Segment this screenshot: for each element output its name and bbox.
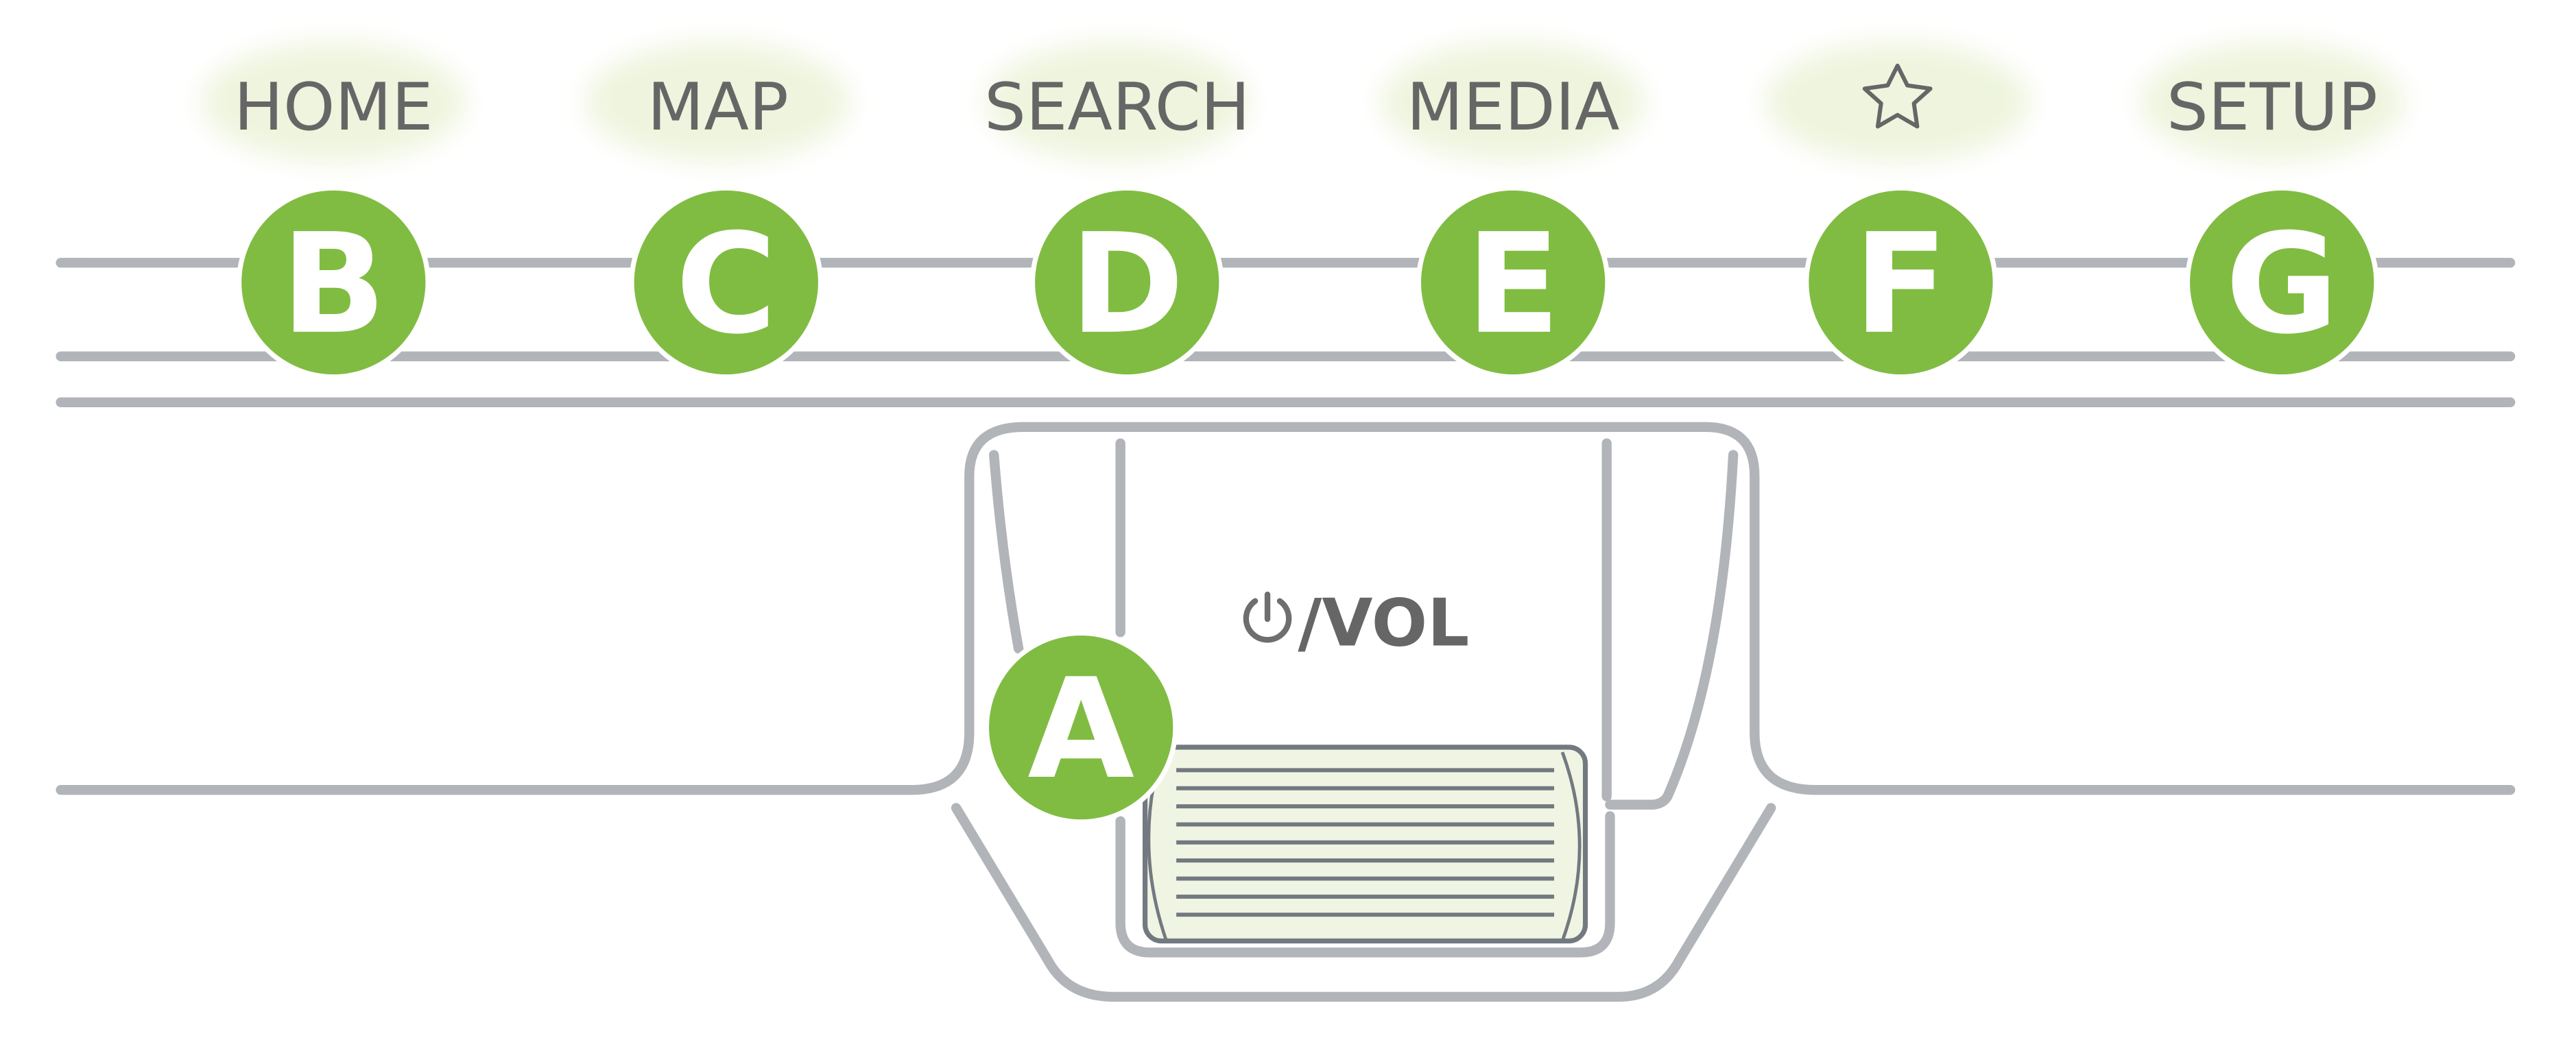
label-search: SEARCH [984, 69, 1250, 145]
button-media[interactable]: E [1416, 185, 1610, 380]
button-letter: B [281, 204, 386, 365]
button-map[interactable]: C [629, 185, 824, 380]
power-volume-knob[interactable]: A [983, 630, 1178, 825]
button-letter: G [2226, 204, 2339, 365]
button-letter: D [1070, 204, 1184, 365]
button-setup[interactable]: G [2184, 185, 2379, 380]
button-letter: C [676, 204, 777, 365]
button-favorites[interactable]: F [1804, 185, 1998, 380]
panel-lines [56, 258, 2516, 408]
power-vol-label: /VOL [1298, 584, 1469, 661]
knob-letter: A [1027, 649, 1134, 810]
display-screen [1143, 745, 1588, 944]
power-icon [1243, 591, 1292, 643]
button-letter: E [1466, 204, 1560, 365]
label-map: MAP [647, 69, 789, 145]
button-search[interactable]: D [1029, 185, 1224, 380]
button-home[interactable]: B [236, 185, 431, 380]
label-glows [202, 43, 2404, 161]
star-icon [1862, 63, 1933, 129]
button-letter: F [1854, 204, 1948, 365]
label-media: MEDIA [1407, 69, 1620, 145]
housing-outline [56, 422, 2516, 1002]
label-home: HOME [234, 69, 433, 145]
label-setup: SETUP [2167, 69, 2378, 145]
